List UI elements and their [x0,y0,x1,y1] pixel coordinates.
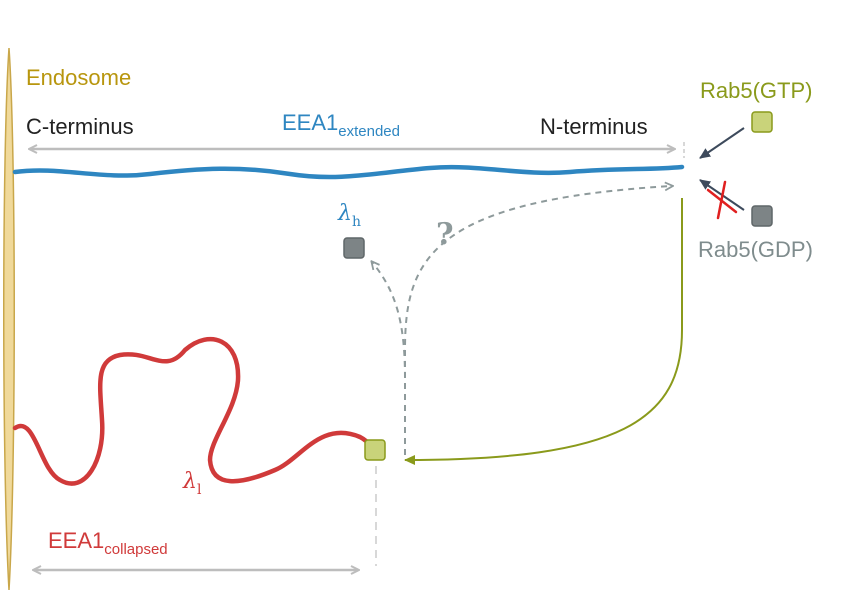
eea1-extended-main: EEA1 [282,110,338,135]
lambda-h-label: λh [337,201,361,230]
lambda-l-sub: l [197,482,202,498]
eea1-extended-strand [12,164,685,180]
rab5-gtp-square [751,111,773,133]
rab5-gtp-binding-arrow [699,127,745,159]
blocked-x-mark [706,180,738,220]
endosome-label: Endosome [26,65,131,90]
lambda-h-sub: h [352,214,361,230]
dashed-arrow-to-lambda-h [372,262,406,379]
rab5-gdp-label: Rab5(GDP) [698,237,813,262]
eea1-collapsed-main: EEA1 [48,528,104,553]
endosome-membrane [3,47,15,591]
dashed-arrow-to-extended [404,186,672,455]
lambda-h-square [343,237,365,259]
collapsed-anchor-square [364,439,386,461]
eea1-collapsed-sub: collapsed [104,541,167,558]
lambda-h-symbol: λ [337,201,352,226]
rab5-gdp-square [751,205,773,227]
c-terminus-label: C-terminus [26,114,134,139]
question-mark: ? [436,217,454,252]
eea1-collapsed-strand [12,336,378,486]
lambda-l-symbol: λ [182,469,197,494]
eea1-extended-sub: extended [338,123,400,140]
eea1-collapsed-label: EEA1collapsed [48,528,168,558]
green-return-arrow [404,198,683,465]
eea1-extended-label: EEA1extended [282,110,400,140]
rab5-gtp-label: Rab5(GTP) [700,78,812,103]
lambda-l-label: λl [182,469,202,498]
n-terminus-label: N-terminus [540,114,648,139]
